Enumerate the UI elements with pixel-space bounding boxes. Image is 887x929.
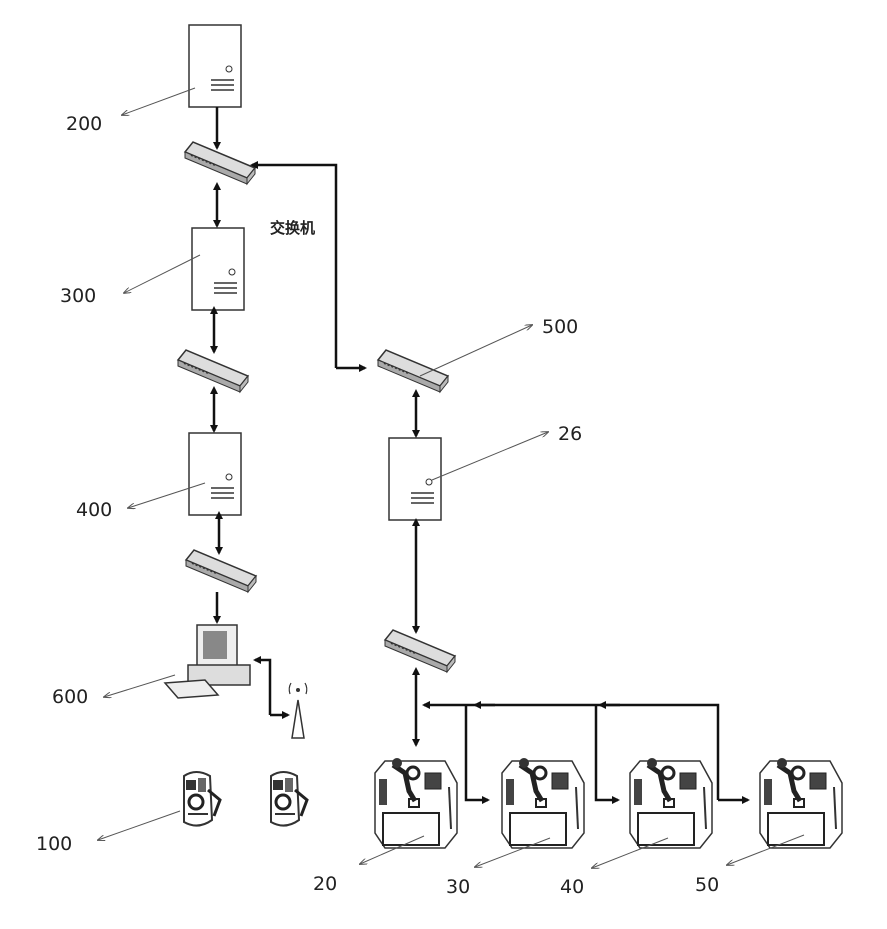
bus-line (422, 701, 720, 800)
label-30: 30 (446, 876, 470, 898)
label-300: 300 (60, 285, 96, 307)
server-200 (188, 24, 242, 108)
label-50: 50 (695, 874, 719, 896)
server-300 (191, 227, 245, 311)
label-20: 20 (313, 873, 337, 895)
label-40: 40 (560, 876, 584, 898)
label-100: 100 (36, 833, 72, 855)
instrument-50 (760, 758, 842, 848)
switch-mid (177, 349, 249, 393)
link-backbone (250, 161, 338, 368)
label-200: 200 (66, 113, 102, 135)
switch-low (185, 549, 257, 593)
link-600-antenna (253, 656, 272, 715)
handheld-2 (269, 770, 309, 828)
label-600: 600 (52, 686, 88, 708)
handheld-1 (182, 770, 222, 828)
switch-caption: 交换机 (270, 219, 315, 237)
switch-500 (377, 349, 449, 393)
instrument-40 (630, 758, 712, 848)
computer-600 (163, 624, 251, 699)
link-bus-40 (594, 705, 620, 804)
label-26: 26 (558, 423, 582, 445)
label-400: 400 (76, 499, 112, 521)
label-500: 500 (542, 316, 578, 338)
antenna-icon (288, 682, 308, 739)
switch-top (184, 141, 256, 185)
instrument-20 (375, 758, 457, 848)
instrument-30 (502, 758, 584, 848)
switch-field (384, 629, 456, 673)
server-400 (188, 432, 242, 516)
link-bus-30 (464, 705, 490, 804)
